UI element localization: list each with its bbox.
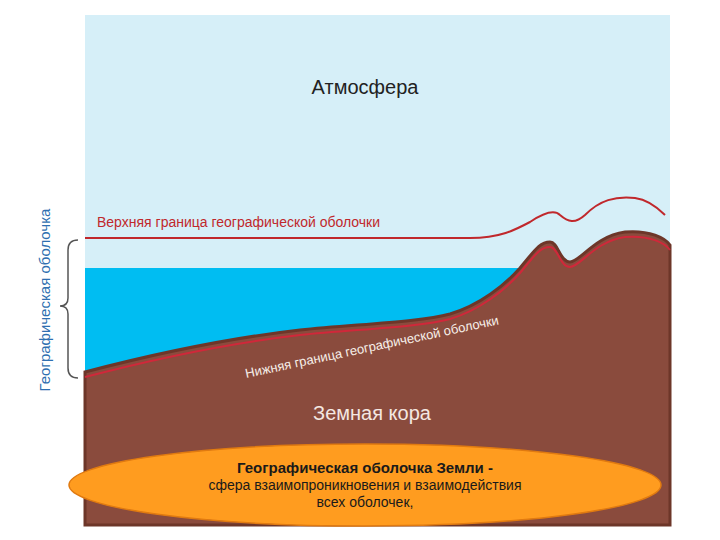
curly-brace — [60, 240, 78, 378]
ellipse-text: Географическая оболочка Земли -сфера вза… — [68, 459, 662, 511]
definition-ellipse: Географическая оболочка Земли -сфера вза… — [68, 443, 662, 527]
definition-body: сфера взаимопроникновения и взаимодейств… — [195, 477, 535, 511]
upper-boundary-label: Верхняя граница географической оболочки — [97, 214, 380, 231]
crust-label: Земная кора — [313, 401, 431, 425]
upper-boundary-line — [85, 198, 665, 238]
lower-boundary-line — [85, 237, 670, 377]
atmosphere-label: Атмосфера — [312, 75, 419, 99]
definition-heading: Географическая оболочка Земли - — [68, 459, 662, 477]
shell-side-label: Географическая оболочка — [36, 209, 54, 392]
